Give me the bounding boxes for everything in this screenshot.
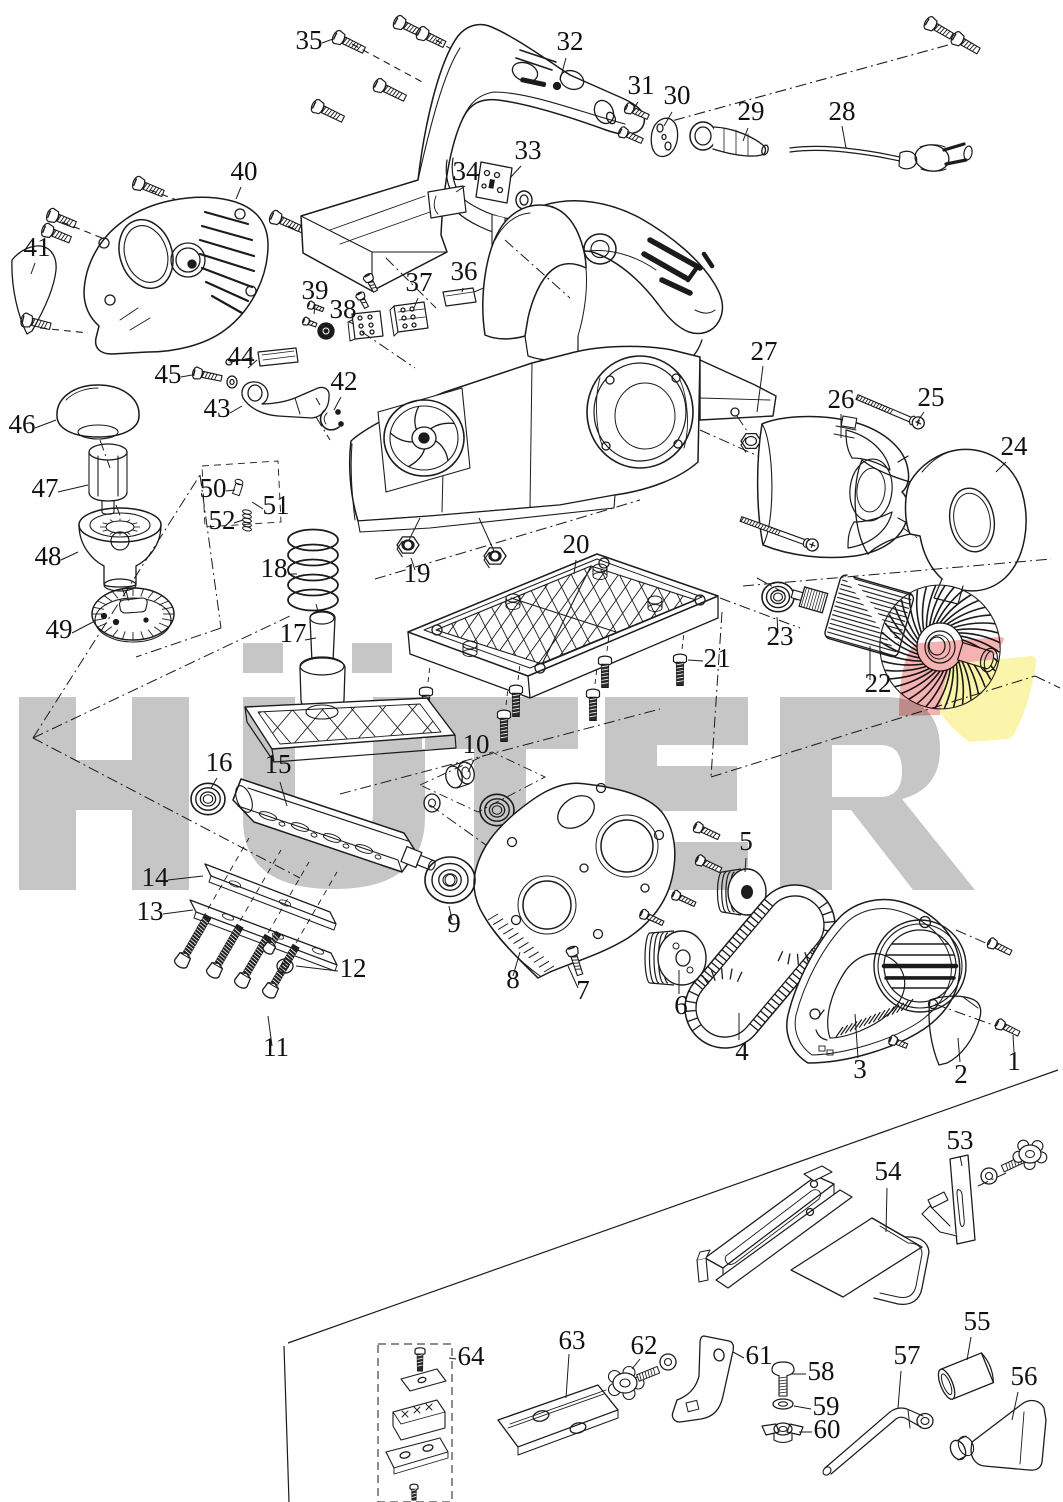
svg-text:34: 34 — [453, 156, 481, 186]
svg-text:20: 20 — [563, 529, 590, 559]
svg-text:27: 27 — [751, 336, 778, 366]
svg-text:45: 45 — [155, 359, 182, 389]
svg-text:63: 63 — [559, 1325, 586, 1355]
svg-text:17: 17 — [280, 618, 307, 648]
svg-text:9: 9 — [447, 908, 461, 938]
svg-text:62: 62 — [631, 1330, 658, 1360]
svg-text:37: 37 — [406, 267, 433, 297]
svg-text:46: 46 — [9, 409, 36, 439]
svg-text:50: 50 — [200, 473, 227, 503]
svg-text:40: 40 — [231, 156, 258, 186]
svg-text:43: 43 — [204, 393, 231, 423]
svg-text:36: 36 — [451, 256, 478, 286]
svg-text:49: 49 — [46, 614, 73, 644]
svg-text:52: 52 — [209, 505, 236, 535]
svg-text:13: 13 — [137, 896, 164, 926]
svg-text:57: 57 — [894, 1340, 921, 1370]
svg-text:42: 42 — [331, 366, 358, 396]
svg-text:1: 1 — [1007, 1046, 1021, 1076]
svg-text:11: 11 — [263, 1032, 289, 1062]
svg-text:32: 32 — [557, 26, 584, 56]
svg-text:16: 16 — [206, 747, 233, 777]
svg-text:61: 61 — [746, 1340, 773, 1370]
svg-text:60: 60 — [814, 1414, 841, 1444]
svg-text:64: 64 — [458, 1341, 486, 1371]
svg-text:26: 26 — [828, 384, 855, 414]
svg-text:51: 51 — [263, 490, 290, 520]
svg-text:19: 19 — [404, 558, 431, 588]
svg-text:58: 58 — [808, 1356, 835, 1386]
svg-text:22: 22 — [865, 668, 892, 698]
svg-text:18: 18 — [261, 553, 288, 583]
svg-text:33: 33 — [515, 135, 542, 165]
svg-text:39: 39 — [302, 275, 329, 305]
svg-text:56: 56 — [1011, 1361, 1038, 1391]
svg-text:48: 48 — [35, 541, 62, 571]
svg-text:29: 29 — [738, 96, 765, 126]
svg-text:59: 59 — [813, 1391, 840, 1421]
svg-text:55: 55 — [964, 1306, 991, 1336]
svg-text:5: 5 — [739, 826, 753, 856]
svg-text:6: 6 — [674, 990, 688, 1020]
svg-text:21: 21 — [704, 643, 731, 673]
svg-text:14: 14 — [142, 862, 170, 892]
svg-text:12: 12 — [340, 953, 367, 983]
svg-text:47: 47 — [32, 473, 59, 503]
svg-text:3: 3 — [853, 1054, 867, 1084]
svg-text:53: 53 — [947, 1125, 974, 1155]
svg-text:35: 35 — [296, 25, 323, 55]
svg-text:24: 24 — [1001, 431, 1029, 461]
svg-text:54: 54 — [875, 1156, 903, 1186]
svg-text:31: 31 — [628, 70, 655, 100]
svg-text:30: 30 — [664, 80, 691, 110]
svg-text:28: 28 — [829, 96, 856, 126]
svg-text:2: 2 — [954, 1059, 968, 1089]
svg-text:23: 23 — [767, 621, 794, 651]
svg-text:25: 25 — [918, 382, 945, 412]
svg-text:10: 10 — [463, 729, 490, 759]
svg-text:44: 44 — [228, 341, 256, 371]
svg-text:8: 8 — [506, 964, 520, 994]
svg-text:41: 41 — [24, 232, 51, 262]
svg-text:38: 38 — [330, 294, 357, 324]
svg-text:15: 15 — [265, 749, 292, 779]
svg-text:4: 4 — [735, 1036, 749, 1066]
svg-text:7: 7 — [576, 975, 590, 1005]
